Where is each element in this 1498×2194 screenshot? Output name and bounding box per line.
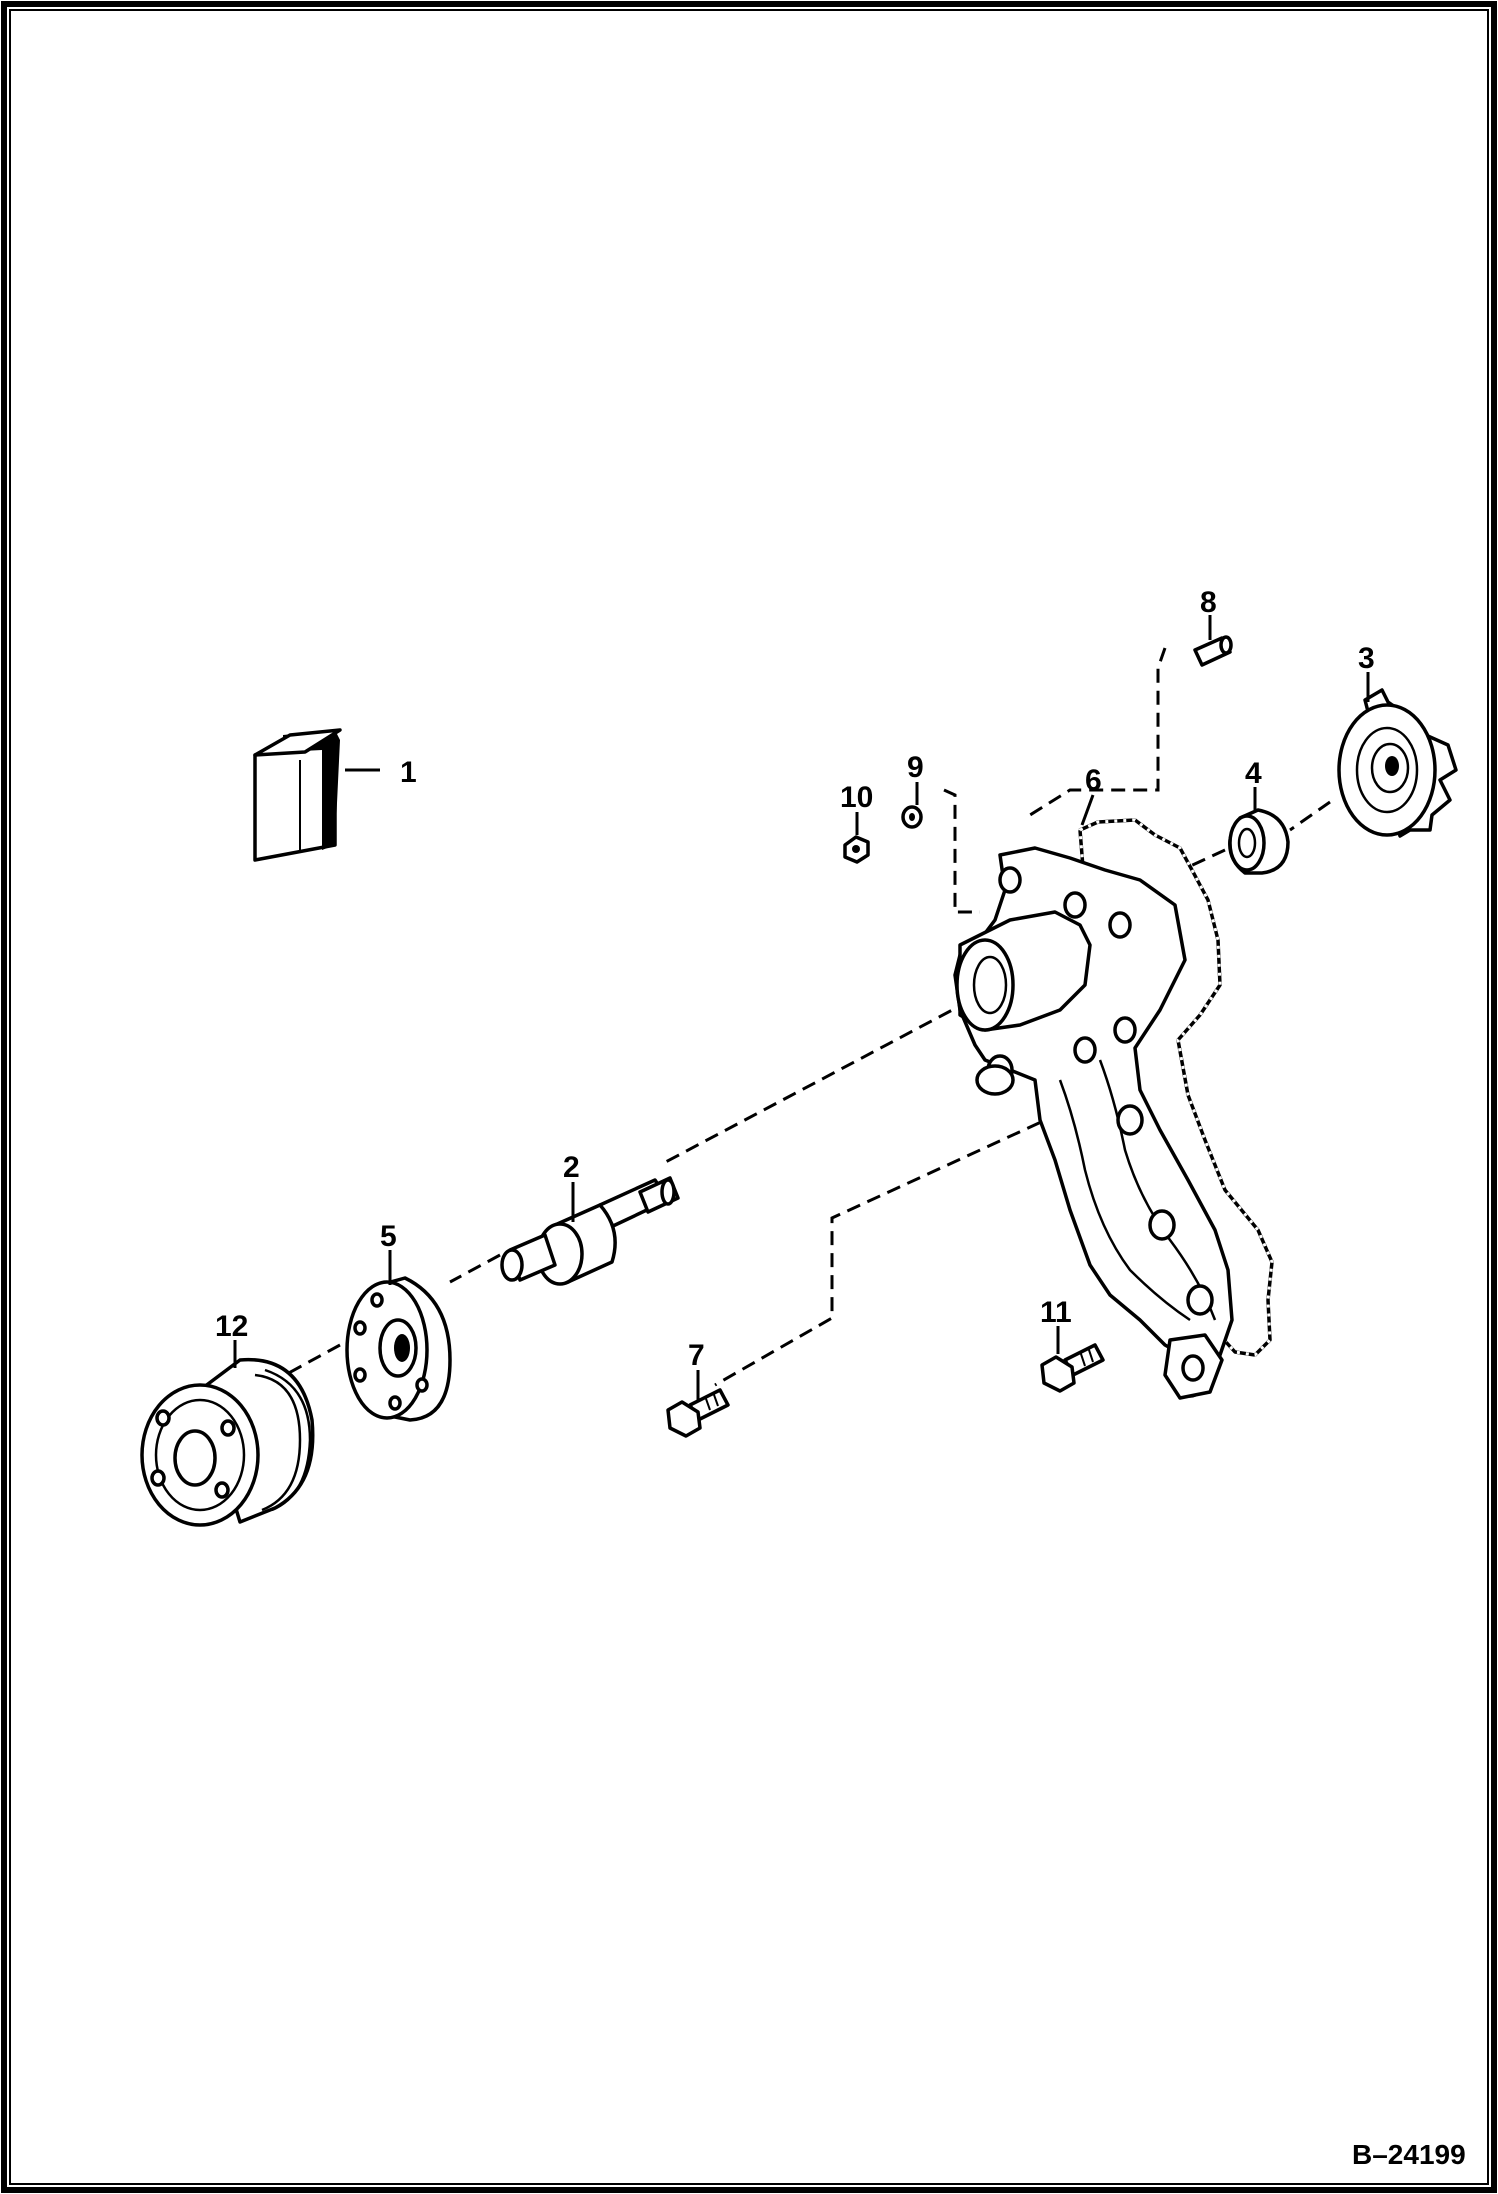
part-7-bolt <box>666 1388 730 1438</box>
assembly-lines <box>284 647 1331 1387</box>
part-6-pump-housing <box>953 818 1274 1400</box>
part-10-nut <box>843 835 870 864</box>
part-9-washer <box>901 805 923 829</box>
callout-8: 8 <box>1200 586 1217 619</box>
part-8-stud <box>1193 635 1233 667</box>
part-12-pulley <box>140 1357 315 1527</box>
callout-9: 9 <box>907 751 924 784</box>
part-1-kit-box <box>253 728 342 862</box>
part-3-impeller <box>1337 688 1458 838</box>
callout-10: 10 <box>840 781 873 814</box>
callout-5: 5 <box>380 1220 397 1253</box>
part-5-flange <box>345 1276 452 1422</box>
callout-2: 2 <box>563 1151 580 1184</box>
callout-7: 7 <box>688 1339 705 1372</box>
callout-labels: 1 2 3 4 5 6 7 8 9 10 11 12 <box>215 586 1375 1372</box>
callout-4: 4 <box>1245 757 1262 790</box>
figure-id: B–24199 <box>1352 2139 1466 2170</box>
page-frame-inner <box>9 9 1489 2185</box>
leader-6 <box>1080 794 1095 826</box>
callout-3: 3 <box>1358 642 1375 675</box>
part-2-shaft-bearing <box>500 1176 680 1286</box>
part-4-seal <box>1228 808 1290 875</box>
callout-12: 12 <box>215 1310 248 1343</box>
callout-1: 1 <box>400 756 417 789</box>
callout-6: 6 <box>1085 764 1102 797</box>
callout-11: 11 <box>1040 1296 1072 1329</box>
part-11-bolt <box>1040 1343 1105 1393</box>
